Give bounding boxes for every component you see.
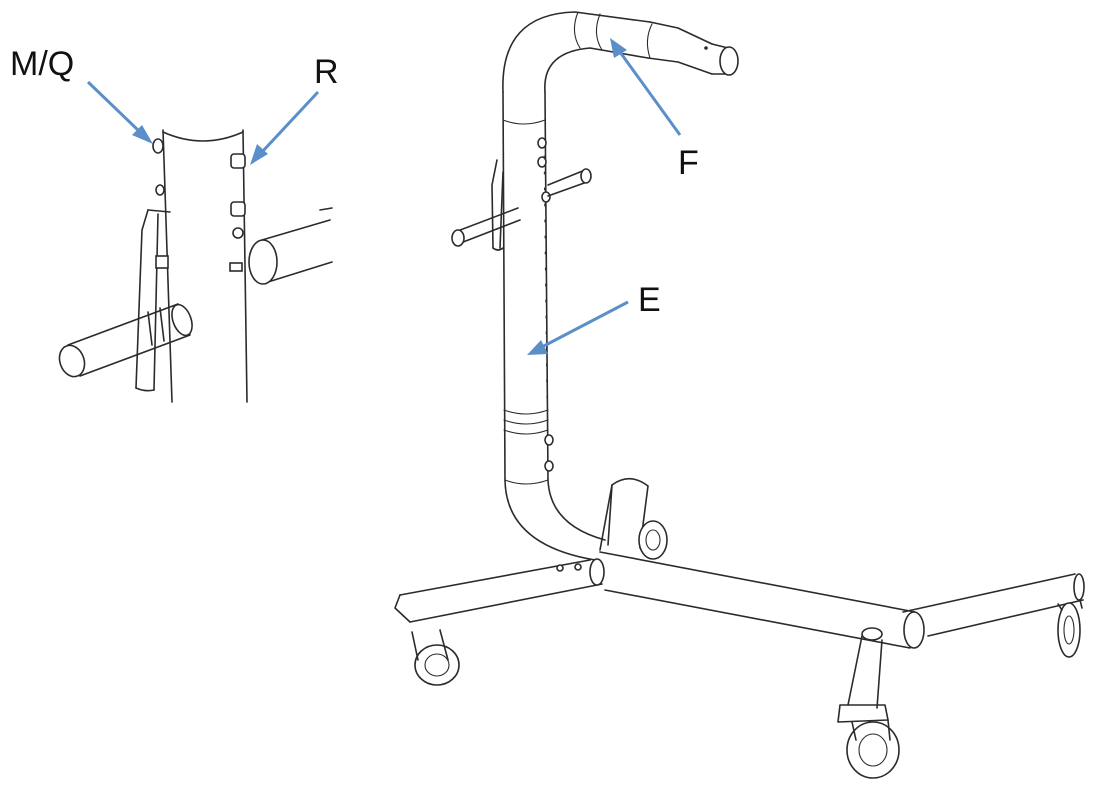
callout-label-e: E: [638, 281, 661, 319]
callout-label-f: F: [678, 144, 699, 182]
caster-rear-right: [1057, 599, 1083, 658]
arrow-r: [250, 90, 320, 165]
arrow-f: [610, 38, 682, 136]
callout-label-r: R: [314, 53, 339, 91]
caster-front-left: [411, 629, 460, 686]
callout-label-mq: M/Q: [10, 45, 75, 83]
hoist-frame: [394, 11, 1085, 723]
caster-back: [638, 520, 668, 560]
arrow-mq: [86, 80, 153, 144]
caster-front-right: [846, 719, 900, 779]
arrow-e: [527, 300, 629, 355]
detail-inset: [58, 129, 333, 403]
